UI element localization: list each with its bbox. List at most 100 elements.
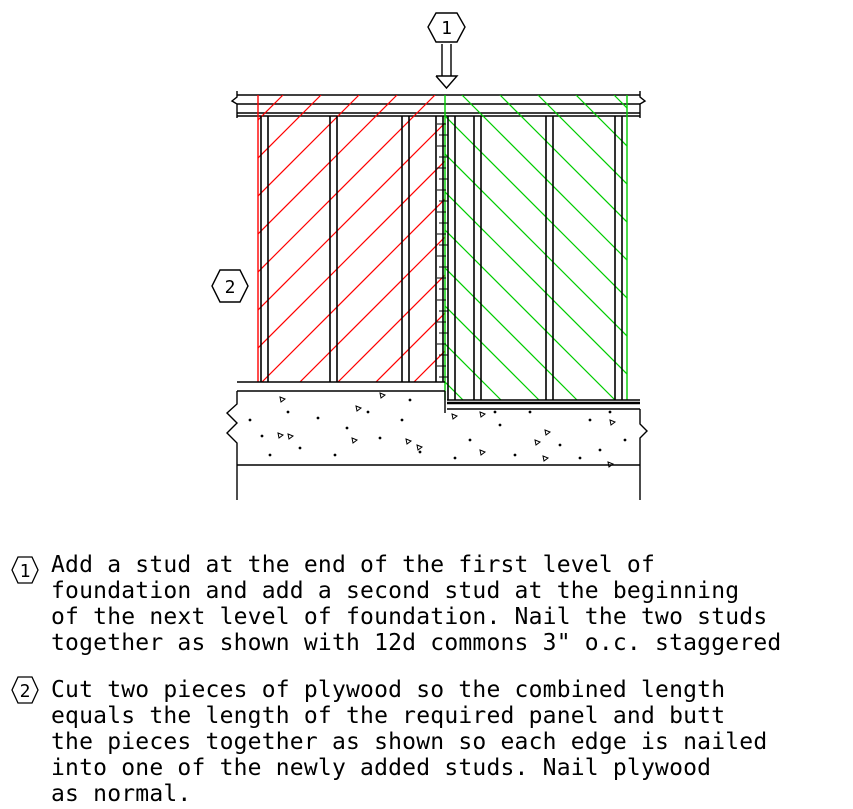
aggregate-speck [400, 418, 404, 422]
aggregate-speck [408, 398, 412, 402]
aggregate-speck [558, 443, 562, 447]
note-2-line-3: the pieces together as shown so each edg… [51, 729, 767, 755]
note-1-line-2: foundation and add a second stud at the … [51, 578, 739, 604]
aggregate-stone [609, 419, 617, 426]
left-plywood-panel-hatch [0, 95, 853, 400]
aggregate-speck [316, 416, 320, 420]
aggregate-stone [287, 433, 295, 440]
hatch-line [445, 191, 627, 375]
down-arrow-icon [435, 44, 459, 90]
nails-staggered [437, 123, 448, 378]
aggregate-speck [598, 448, 602, 452]
note-1-line-1: Add a stud at the end of the first level… [51, 552, 655, 578]
hatch-line [258, 95, 284, 121]
aggregate-speck [268, 453, 272, 457]
aggregate-speck [528, 410, 532, 414]
hatch-line [662, 95, 853, 400]
hatch-line [445, 267, 578, 400]
aggregate-speck [468, 438, 472, 442]
aggregate-speck [418, 450, 422, 454]
hatch-line [652, 95, 853, 400]
hatch-line [258, 122, 445, 311]
aggregate-stone [379, 392, 387, 399]
aggregate-speck [286, 410, 290, 414]
hatch-line [0, 95, 245, 400]
hatch-line [445, 305, 540, 400]
callout-2-tag: 2 [211, 269, 249, 303]
note-2-tag [11, 676, 39, 704]
hatch-line [261, 198, 445, 382]
hatch-line [472, 95, 777, 400]
aggregate-stone [451, 413, 459, 420]
aggregate-speck [498, 423, 502, 427]
aggregate-speck [588, 418, 592, 422]
top-plates [230, 91, 647, 118]
note-2-line-1: Cut two pieces of plywood so the combine… [51, 677, 725, 703]
note-2-line-2: equals the length of the required panel … [51, 703, 725, 729]
aggregate-stone [479, 449, 487, 456]
hatch-line [258, 160, 445, 349]
callout-2-label: 2 [225, 277, 236, 298]
concrete-aggregate [248, 392, 627, 468]
note-1-line-4: together as shown with 12d commons 3" o.… [51, 630, 781, 656]
aggregate-speck [608, 410, 612, 414]
right-plywood-panel-hatch [445, 95, 853, 400]
aggregate-speck [260, 434, 264, 438]
hatch-line [299, 236, 445, 382]
hatch-line [537, 95, 627, 185]
aggregate-speck [366, 410, 370, 414]
hatch-line [548, 95, 853, 400]
aggregate-stone [534, 439, 542, 446]
aggregate-stone [542, 455, 550, 462]
stud-left-3 [401, 116, 410, 382]
hatch-line [413, 350, 445, 382]
hatch-line [434, 95, 739, 400]
aggregate-speck [623, 438, 627, 442]
note-1: 1 Add a stud at the end of the first lev… [11, 552, 781, 656]
hatch-line [510, 95, 815, 400]
aggregate-speck [345, 426, 349, 430]
stud-right-3 [545, 116, 554, 400]
aggregate-stone [279, 396, 287, 403]
hatch-line [337, 274, 445, 382]
aggregate-stone [416, 444, 424, 451]
hatch-line [624, 95, 853, 400]
callout-1-tag: 1 [427, 12, 466, 43]
hatch-line [445, 343, 502, 400]
hatch-line [258, 95, 398, 235]
hatch-line [575, 95, 627, 147]
aggregate-speck [298, 446, 302, 450]
added-stud-first-level [435, 116, 444, 382]
aggregate-stone [544, 429, 552, 436]
aggregate-speck [513, 453, 517, 457]
hatch-line [586, 95, 853, 400]
aggregate-speck [493, 410, 497, 414]
note-1-line-3: of the next level of foundation. Nail th… [51, 604, 767, 630]
studs [260, 116, 623, 400]
aggregate-stone [405, 438, 413, 445]
callout-1-label: 1 [441, 18, 452, 39]
added-stud-next-level [447, 116, 456, 400]
note-2-line-5: as normal. [51, 781, 191, 807]
hatch-line [445, 381, 464, 400]
concrete-foundation [225, 391, 648, 500]
note-2: 2 Cut two pieces of plywood so the combi… [11, 676, 767, 807]
aggregate-stone [479, 411, 487, 418]
stud-right-4 [614, 116, 623, 400]
aggregate-speck [578, 456, 582, 460]
aggregate-speck [248, 418, 252, 422]
aggregate-stone [351, 437, 359, 444]
hatch-line [258, 95, 322, 159]
hatch-line [445, 229, 616, 400]
aggregate-stone [607, 461, 615, 468]
hatch-line [445, 153, 627, 337]
note-2-line-4: into one of the newly added studs. Nail … [51, 755, 711, 781]
hatch-line [499, 95, 627, 223]
sill-plates [237, 381, 640, 413]
hatch-line [258, 95, 436, 273]
note-1-tag [11, 556, 39, 584]
hatch-line [258, 95, 360, 197]
note-2-tag-label: 2 [20, 681, 31, 702]
hatch-line [375, 312, 445, 382]
